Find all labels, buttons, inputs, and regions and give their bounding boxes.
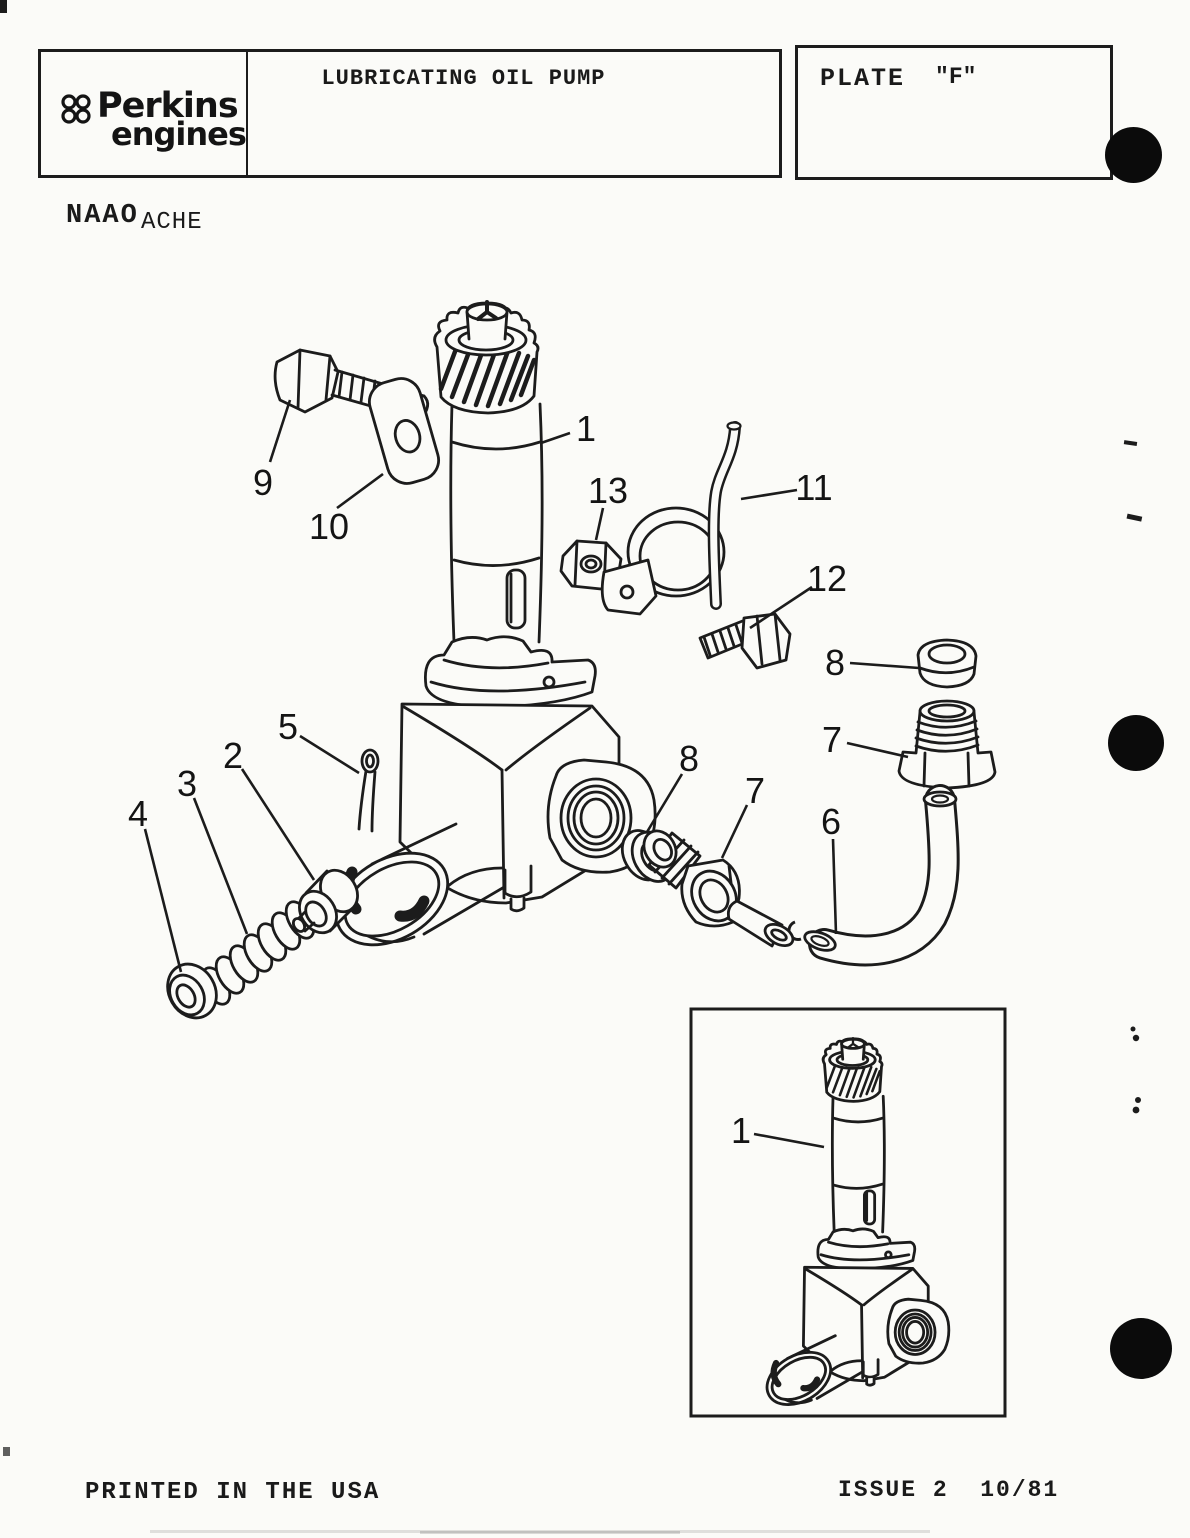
part-clamp-11: [600, 421, 742, 616]
issue-line: ISSUE 2 10/81: [838, 1477, 1060, 1503]
plate-value: "F": [935, 64, 977, 90]
code-naao: NAAO: [66, 201, 139, 231]
plate-box: PLATE "F": [795, 45, 1113, 180]
part-washer-plate-10: [368, 377, 440, 485]
page-title: LUBRICATING OIL PUMP: [321, 66, 606, 91]
callout-9: 9: [253, 462, 273, 503]
logo-box: Perkins engines: [38, 49, 249, 178]
part-connector-7-middle: [642, 829, 741, 928]
leader-line-9: [268, 399, 292, 463]
callout-1: 1: [576, 408, 596, 449]
callout-1: 1: [731, 1110, 751, 1151]
punch-hole: [1110, 1318, 1172, 1379]
leader-line-4: [143, 828, 183, 973]
logo-perkins: Perkins: [97, 86, 239, 126]
part-cap-4: [166, 962, 218, 1020]
callout-5: 5: [278, 706, 298, 747]
leader-line-8: [645, 773, 684, 833]
leader-line-11: [740, 488, 798, 501]
printed-in-usa: PRINTED IN THE USA: [85, 1479, 381, 1506]
part-plunger-2: [291, 868, 359, 935]
callout-6: 6: [821, 801, 841, 842]
leader-line-5: [299, 734, 360, 775]
callout-11: 11: [795, 467, 832, 508]
callout-7: 7: [822, 719, 842, 760]
leader-line-13: [594, 507, 605, 541]
punch-hole: [1105, 127, 1162, 183]
part-plug-7-right: [897, 699, 997, 790]
leader-line-1: [753, 1132, 825, 1149]
part-bolt-12: [698, 612, 792, 670]
leader-line-2: [240, 768, 316, 881]
plate-label: PLATE: [820, 64, 906, 93]
punch-hole: [1108, 715, 1164, 771]
callout-4: 4: [128, 793, 148, 834]
callout-13: 13: [588, 470, 628, 511]
part-spacer-tube: [726, 899, 795, 948]
leader-line-1: [540, 431, 571, 445]
callout-7: 7: [745, 770, 765, 811]
leader-line-10: [336, 472, 384, 510]
leader-line-6: [831, 838, 838, 935]
callout-8: 8: [825, 642, 845, 683]
part-washer-8-right: [916, 638, 978, 689]
leader-line-8: [849, 661, 920, 670]
code-ache: ACHE: [141, 209, 203, 236]
title-box: LUBRICATING OIL PUMP: [248, 49, 782, 178]
leader-line-12: [749, 585, 813, 630]
callout-10: 10: [309, 506, 349, 547]
callout-2: 2: [223, 735, 243, 776]
leader-line-7: [720, 804, 749, 859]
scan-marks: [0, 0, 1143, 1534]
logo-engines: engines: [111, 114, 247, 153]
part-pipe-6: [787, 784, 960, 967]
perkins-squares-icon: [61, 94, 91, 124]
callout-12: 12: [807, 558, 847, 599]
part-split-pin-5: [357, 748, 380, 833]
callout-8: 8: [679, 738, 699, 779]
callout-3: 3: [177, 763, 197, 804]
leader-line-7: [846, 741, 909, 759]
leader-line-3: [192, 797, 249, 935]
